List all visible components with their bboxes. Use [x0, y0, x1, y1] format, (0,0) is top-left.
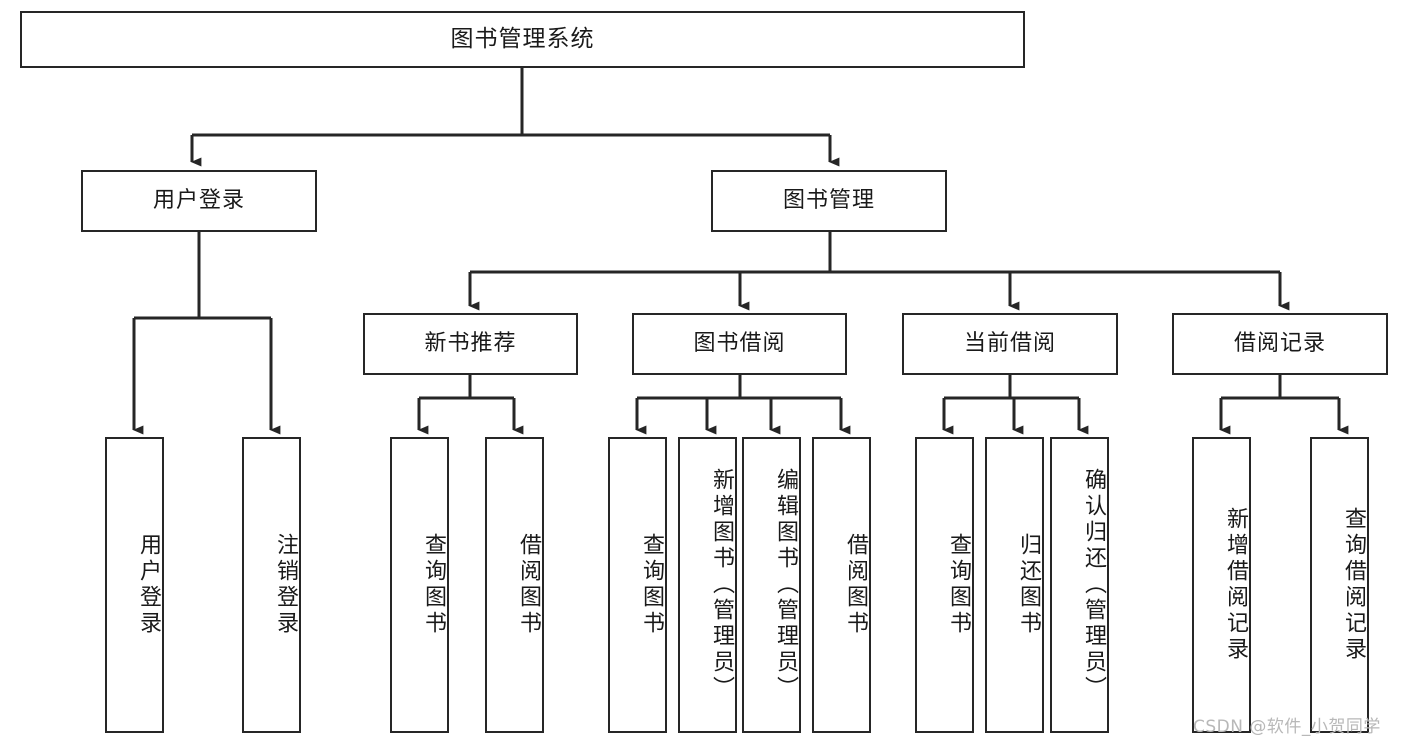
leaf-book-borrow-edit[interactable]: 编辑图书（管理员） [742, 437, 801, 733]
leaf-book-borrow-borrow[interactable]: 借阅图书 [812, 437, 871, 733]
leaf-current-borrow-return[interactable]: 归还图书 [985, 437, 1044, 733]
leaf-book-borrow-add[interactable]: 新增图书（管理员） [678, 437, 737, 733]
node-user-login[interactable]: 用户登录 [81, 170, 317, 232]
node-new-book-recommend[interactable]: 新书推荐 [363, 313, 578, 375]
node-borrow-record[interactable]: 借阅记录 [1172, 313, 1388, 375]
leaf-borrow-record-add[interactable]: 新增借阅记录 [1192, 437, 1251, 733]
node-root-system[interactable]: 图书管理系统 [20, 11, 1025, 68]
leaf-current-borrow-confirm-return[interactable]: 确认归还（管理员） [1050, 437, 1109, 733]
node-book-borrow[interactable]: 图书借阅 [632, 313, 847, 375]
leaf-user-login-logout[interactable]: 注销登录 [242, 437, 301, 733]
csdn-watermark: CSDN @软件_小贺同学 [1193, 717, 1381, 737]
leaf-user-login-login[interactable]: 用户登录 [105, 437, 164, 733]
leaf-new-book-query[interactable]: 查询图书 [390, 437, 449, 733]
node-book-management[interactable]: 图书管理 [711, 170, 947, 232]
leaf-book-borrow-query[interactable]: 查询图书 [608, 437, 667, 733]
leaf-current-borrow-query[interactable]: 查询图书 [915, 437, 974, 733]
leaf-borrow-record-query[interactable]: 查询借阅记录 [1310, 437, 1369, 733]
node-current-borrow[interactable]: 当前借阅 [902, 313, 1118, 375]
leaf-new-book-borrow[interactable]: 借阅图书 [485, 437, 544, 733]
